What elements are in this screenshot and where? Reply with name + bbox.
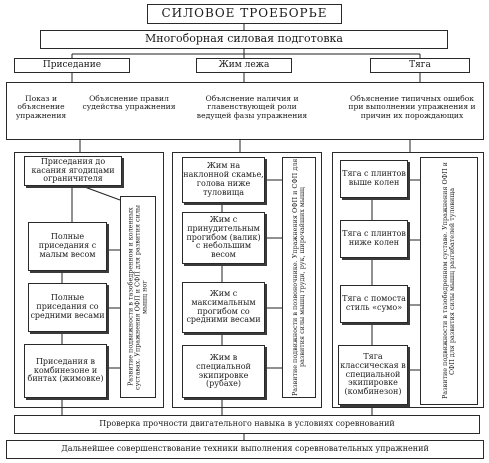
deadlift-step-4: Тяга классическая в специальной экипиров… <box>338 345 408 405</box>
squat-side-exercises: Развитие подвижности в тазобедренном и к… <box>120 196 156 398</box>
bench-step-2: Жим с принудительным прогибом (валик) с … <box>182 212 265 264</box>
deadlift-step-1: Тяга с плинтов выше колен <box>340 160 408 198</box>
bench-side-exercises: Развитие подвижности в позвоночнике. Упр… <box>282 157 316 398</box>
squat-step-1: Приседания до касания ягодицами ограничи… <box>24 156 122 186</box>
principle-errors: Объяснение типичных ошибок при выполнени… <box>348 94 476 120</box>
squat-step-4: Приседания в комбинезоне и бинтах (жимов… <box>24 344 107 398</box>
deadlift-step-3: Тяга с помоста стиль «сумо» <box>340 285 408 323</box>
deadlift-column <box>332 152 484 408</box>
principle-leading-phase: Объяснение наличия и главенствующей роли… <box>196 94 308 120</box>
bench-step-3: Жим с максимальным прогибом со средними … <box>182 282 265 333</box>
discipline-deadlift: Тяга <box>370 58 470 73</box>
discipline-squat: Приседание <box>14 58 130 73</box>
general-training-box: Многоборная силовая подготовка <box>40 30 448 49</box>
principles-panel: Показ и объяснение упражнения Объяснение… <box>6 82 484 140</box>
principle-rules: Объяснение правил судейства упражнения <box>82 94 176 112</box>
skill-check-box: Проверка прочности двигательного навыка … <box>14 415 480 434</box>
deadlift-side-exercises: Развитие подвижности в тазобедренном сус… <box>420 157 478 405</box>
bench-step-1: Жим на наклонной скамье, голова ниже тул… <box>182 157 265 203</box>
squat-step-2: Полные приседания с малым весом <box>28 222 107 271</box>
squat-step-3: Полные приседания со средними весами <box>28 283 107 332</box>
bench-column <box>172 152 322 408</box>
bench-step-4: Жим в специальной экипировке (рубахе) <box>182 345 265 398</box>
deadlift-step-2: Тяга с плинтов ниже колен <box>340 220 408 258</box>
principle-demo: Показ и объяснение упражнения <box>15 94 67 120</box>
final-improvement-box: Дальнейшее совершенствование техники вып… <box>6 440 484 459</box>
squat-column <box>14 152 164 408</box>
diagram-title: СИЛОВОЕ ТРОЕБОРЬЕ <box>147 4 342 24</box>
discipline-bench: Жим лежа <box>196 58 292 73</box>
